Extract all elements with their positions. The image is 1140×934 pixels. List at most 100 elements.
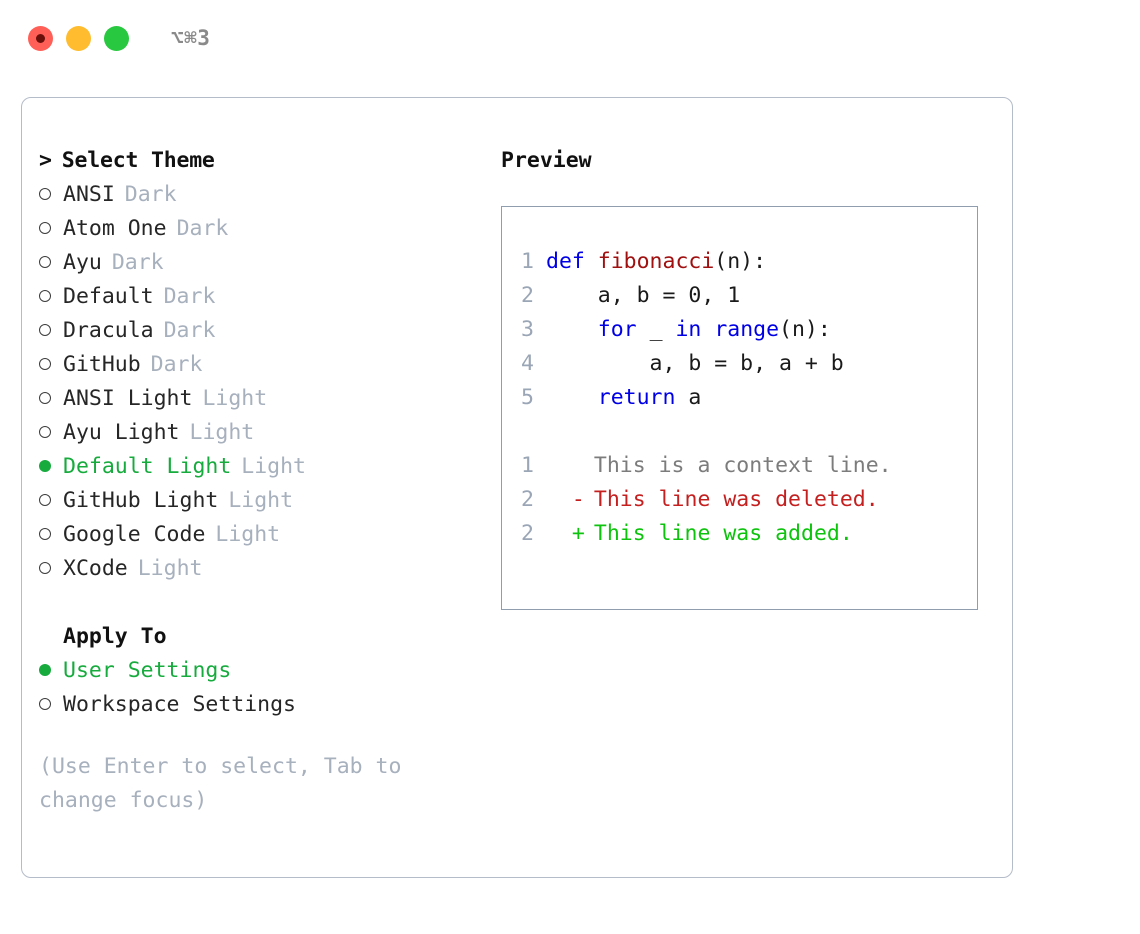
line-number: 1	[521, 453, 534, 478]
code-token: range	[714, 317, 780, 342]
close-button[interactable]	[28, 25, 53, 51]
maximize-button[interactable]	[104, 25, 129, 51]
radio-glyph	[39, 426, 51, 438]
diff-line: 2 -This line was deleted.	[502, 483, 977, 517]
radio-glyph	[39, 460, 51, 472]
line-number: 2	[521, 487, 534, 512]
radio-unselected-icon[interactable]	[39, 388, 63, 410]
radio-unselected-icon[interactable]	[39, 354, 63, 376]
theme-name: Google Code	[63, 522, 206, 547]
caret-icon: >	[39, 148, 52, 173]
code-line-text: a, b = b, a + b	[546, 347, 844, 381]
radio-unselected-icon[interactable]	[39, 320, 63, 342]
radio-unselected-icon[interactable]	[39, 218, 63, 240]
line-number: 3	[521, 317, 534, 342]
code-token	[701, 317, 714, 342]
radio-glyph	[39, 392, 51, 404]
radio-unselected-icon[interactable]	[39, 184, 63, 206]
radio-unselected-icon[interactable]	[39, 490, 63, 512]
theme-variant-tag: Light	[241, 454, 307, 479]
radio-unselected-icon[interactable]	[39, 422, 63, 444]
radio-glyph	[39, 494, 51, 506]
radio-selected-icon[interactable]	[39, 660, 63, 682]
diff-line-text: This line was added.	[593, 521, 853, 546]
theme-name: Default Light	[63, 454, 232, 479]
theme-name: Ayu	[63, 250, 102, 275]
title-bar: ⌥⌘3	[0, 0, 1140, 76]
apply-to-option[interactable]: User Settings	[39, 658, 489, 692]
theme-variant-tag: Light	[137, 556, 203, 581]
radio-unselected-icon[interactable]	[39, 252, 63, 274]
line-number: 2	[521, 283, 534, 308]
code-diff-gap	[502, 415, 977, 449]
preview-title: Preview	[501, 148, 592, 173]
traffic-light-group	[28, 25, 129, 51]
theme-variant-tag: Light	[228, 488, 294, 513]
radio-unselected-icon[interactable]	[39, 524, 63, 546]
radio-selected-icon[interactable]	[39, 456, 63, 478]
minimize-button[interactable]	[66, 25, 91, 51]
code-line: 5 return a	[502, 381, 977, 415]
theme-list-item[interactable]: ANSI Dark	[39, 182, 489, 216]
code-token: fibonacci	[597, 249, 715, 274]
code-token: def	[546, 249, 598, 274]
theme-name: XCode	[63, 556, 128, 581]
line-number: 4	[521, 351, 534, 376]
theme-list-item[interactable]: Default Light Light	[39, 454, 489, 488]
theme-name: GitHub Light	[63, 488, 219, 513]
theme-name: Default	[63, 284, 154, 309]
apply-to-option[interactable]: Workspace Settings	[39, 692, 489, 726]
code-token: (n):	[714, 249, 767, 274]
code-token: for	[597, 317, 637, 342]
theme-list-item[interactable]: XCode Light	[39, 556, 489, 590]
radio-unselected-icon[interactable]	[39, 286, 63, 308]
diff-line: 1 This is a context line.	[502, 449, 977, 483]
radio-glyph	[39, 222, 51, 234]
radio-unselected-icon[interactable]	[39, 694, 63, 716]
theme-name: Ayu Light	[63, 420, 180, 445]
code-line-text: for _ in range(n):	[546, 313, 831, 347]
radio-unselected-icon[interactable]	[39, 558, 63, 580]
theme-name: ANSI	[63, 182, 115, 207]
radio-glyph	[39, 188, 51, 200]
apply-to-option-label: Workspace Settings	[63, 692, 296, 717]
code-token: _	[636, 317, 676, 342]
theme-variant-tag: Dark	[124, 182, 177, 207]
theme-list-item[interactable]: GitHub Light Light	[39, 488, 489, 522]
apply-to-heading: Apply To	[39, 624, 489, 658]
theme-variant-tag: Light	[215, 522, 281, 547]
radio-glyph	[39, 664, 51, 676]
theme-name: ANSI Light	[63, 386, 193, 411]
radio-glyph	[39, 256, 51, 268]
code-line: 4 a, b = b, a + b	[502, 347, 977, 381]
code-token: (n):	[779, 317, 831, 342]
radio-glyph	[39, 698, 51, 710]
code-token: in	[675, 317, 702, 342]
line-number: 5	[521, 385, 534, 410]
theme-variant-tag: Dark	[163, 318, 216, 343]
code-token	[546, 317, 598, 342]
code-line-text: a, b = 0, 1	[546, 279, 740, 313]
theme-picker-heading-label: Select Theme	[61, 148, 215, 173]
radio-glyph	[39, 324, 51, 336]
diff-line: 2 + This line was added.	[502, 517, 977, 551]
keyboard-shortcut-label: ⌥⌘3	[171, 26, 211, 50]
line-number: 2	[521, 521, 534, 546]
diff-marker: +	[571, 521, 585, 546]
theme-variant-tag: Dark	[176, 216, 229, 241]
diff-line-text: This is a context line.	[593, 453, 892, 478]
code-token: a, b = 0, 1	[546, 283, 741, 308]
theme-list-item[interactable]: Google Code Light	[39, 522, 489, 556]
code-token	[546, 385, 598, 410]
